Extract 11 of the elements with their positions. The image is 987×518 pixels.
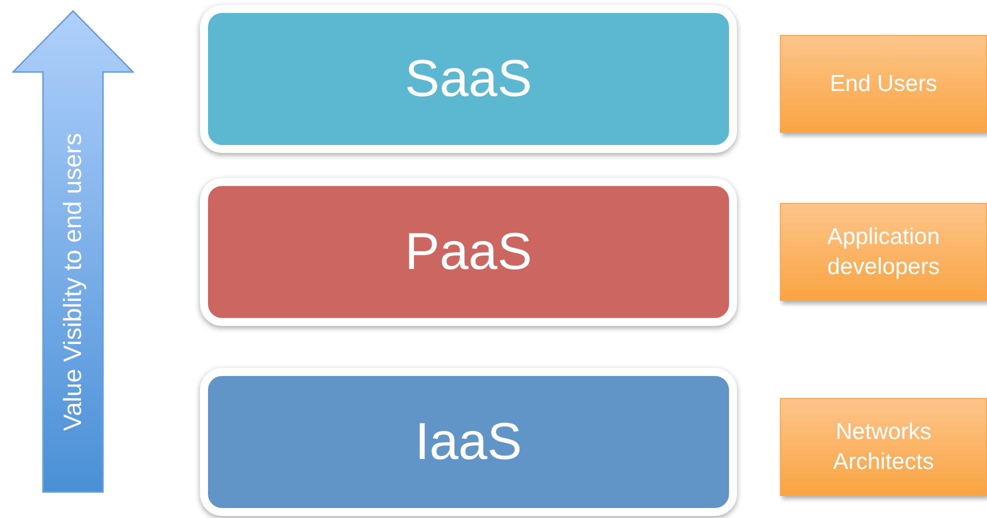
layer-title: IaaS <box>415 412 522 472</box>
layer-title: PaaS <box>404 222 532 282</box>
layer-title: SaaS <box>404 49 532 109</box>
arrow-caption: Value Visiblity to end users <box>58 133 88 431</box>
role-label: Networks Architects <box>832 417 935 476</box>
role-box <box>780 398 987 496</box>
role-box <box>780 35 987 133</box>
up-arrow-shape <box>12 10 134 494</box>
role-label: End Users <box>828 69 938 98</box>
role-box <box>780 203 987 301</box>
role-label: Application developers <box>826 222 941 281</box>
